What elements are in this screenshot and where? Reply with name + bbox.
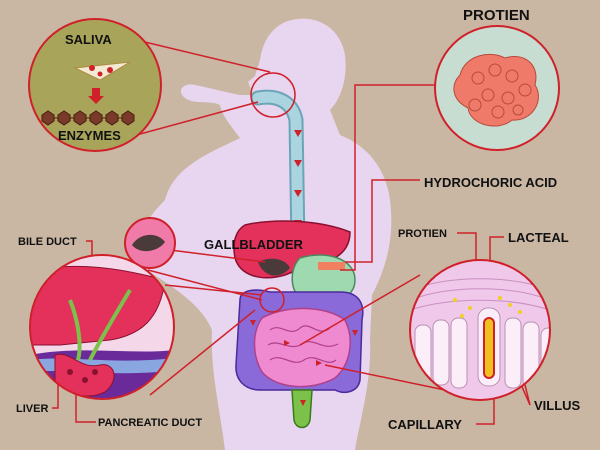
small-intestine [253, 307, 351, 388]
label-bile-duct: BILE DUCT [18, 236, 77, 248]
label-enzymes: ENZYMES [58, 128, 121, 143]
saliva-inset: SALIVA ENZYMES [28, 18, 162, 152]
label-saliva: SALIVA [65, 32, 112, 47]
label-protien-top: PROTIEN [463, 7, 530, 24]
gallbladder-inset: GALLBLADDER [124, 217, 304, 269]
esophagus-lumen [252, 91, 304, 251]
label-hydrochloric-acid: HYDROCHORIC ACID [424, 175, 557, 190]
leader-lines [52, 37, 531, 425]
villus-inset [409, 259, 551, 401]
protein-inset: PROTIEN [434, 7, 560, 151]
label-lacteal: LACTEAL [508, 230, 569, 245]
label-gallbladder: GALLBLADDER [204, 237, 304, 252]
arrow-down-icon [88, 88, 104, 104]
protein-molecule-icon [453, 53, 539, 127]
label-capillary: CAPILLARY [388, 417, 462, 432]
liver-duct-inset [29, 254, 175, 400]
intestine-flow-arrows [250, 320, 358, 406]
enzyme-chain-icon [41, 110, 135, 126]
label-pancreatic-duct: PANCREATIC DUCT [98, 417, 202, 429]
gallbladder-body [258, 258, 290, 276]
label-villus: VILLUS [534, 398, 581, 413]
label-liver: LIVER [16, 403, 48, 415]
rectum [291, 389, 313, 429]
stomach-acid-zone [318, 262, 345, 270]
pizza-icon [73, 61, 131, 81]
label-protien-small: PROTIEN [398, 228, 447, 240]
